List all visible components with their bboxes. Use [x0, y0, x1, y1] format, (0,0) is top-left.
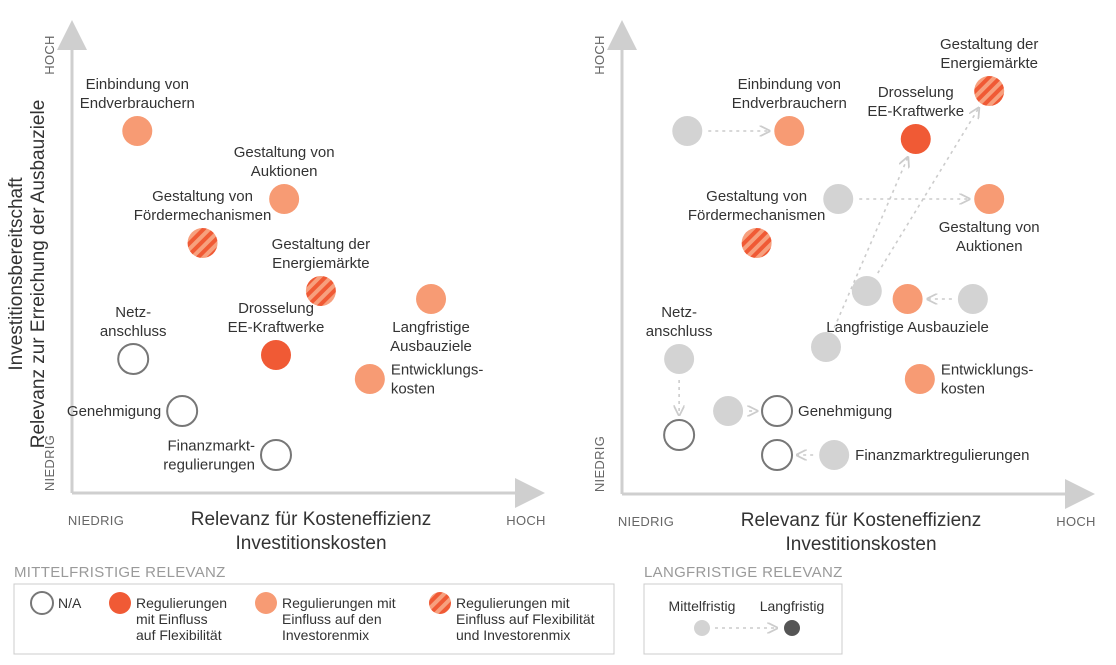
- x-axis-subtitle: Investitionskosten: [785, 534, 936, 555]
- chart-left: NIEDRIG HOCH NIEDRIG HOCH Relevanz für Koste…: [6, 20, 545, 554]
- y-tick-label: HOCH: [592, 35, 607, 74]
- legend-label: N/A: [58, 595, 82, 611]
- data-point: [122, 116, 153, 146]
- point-label: Langfristige Ausbauziele: [826, 319, 989, 336]
- x-tick-label: NIEDRIG: [618, 514, 674, 529]
- y-axis-title: Investitionsbereitschaft: [6, 177, 27, 371]
- mid-term-point: [819, 440, 850, 470]
- long-term-point: [741, 228, 772, 258]
- long-term-point: [761, 395, 794, 427]
- mid-term-point: [672, 116, 703, 146]
- legend-box: [643, 583, 843, 655]
- x-tick-label: HOCH: [1056, 514, 1095, 529]
- x-tick-label: NIEDRIG: [68, 513, 124, 528]
- long-term-point: [974, 184, 1005, 214]
- data-point: [305, 276, 336, 306]
- point-label: Genehmigung: [798, 403, 892, 420]
- data-point: [261, 340, 291, 370]
- data-point: [166, 395, 199, 427]
- legend-title: MITTELFRISTIGE RELEVANZ: [14, 564, 226, 581]
- x-axis-title: Relevanz für Kosteneffizienz: [191, 509, 431, 530]
- point-label: Entwicklungs-kosten: [391, 362, 484, 398]
- x-axis-title: Relevanz für Kosteneffizienz: [741, 510, 981, 531]
- data-point: [416, 284, 447, 314]
- point-label: Genehmigung: [67, 403, 161, 420]
- data-point: [117, 343, 150, 375]
- mid-term-point: [957, 284, 988, 314]
- long-term-point: [974, 76, 1005, 106]
- x-axis-subtitle: Investitionskosten: [235, 533, 386, 554]
- data-point: [354, 364, 385, 394]
- y-tick-label: NIEDRIG: [592, 436, 607, 492]
- y-tick-label: NIEDRIG: [42, 435, 57, 491]
- legend-swatch: [429, 592, 451, 614]
- mid-term-point: [823, 184, 854, 214]
- point-label: Entwicklungs-kosten: [941, 362, 1034, 398]
- legend-box: [13, 583, 615, 655]
- legend-swatch: [109, 592, 131, 614]
- long-term-point: [900, 124, 931, 154]
- legend-swatch: [255, 592, 277, 614]
- data-point: [269, 184, 300, 214]
- point-label: Netz-anschluss: [646, 304, 713, 340]
- trend-arrow: [833, 158, 907, 329]
- point-label: Finanzmarktregulierungen: [855, 447, 1029, 464]
- long-term-point: [904, 364, 935, 394]
- legend-label: Langfristig: [760, 598, 825, 614]
- long-term-point: [892, 284, 923, 314]
- y-axis-subtitle: Relevanz zur Erreichung der Ausbauziele: [28, 100, 49, 449]
- legend-title: LANGFRISTIGE RELEVANZ: [644, 564, 843, 581]
- long-term-point: [761, 439, 794, 471]
- legend-label: Mittelfristig: [669, 598, 736, 614]
- legend-long: LANGFRISTIGE RELEVANZ Mittelfristig Langfr…: [643, 564, 843, 655]
- data-point: [260, 439, 292, 471]
- y-tick-label: HOCH: [42, 35, 57, 74]
- data-point: [187, 228, 218, 258]
- legend-swatch: [694, 620, 710, 636]
- legend-swatch: [784, 620, 800, 636]
- point-label: Netz-anschluss: [100, 304, 167, 340]
- mid-term-point: [664, 344, 695, 374]
- mid-term-point: [713, 396, 744, 426]
- legend-swatch: [30, 591, 54, 615]
- chart-right: NIEDRIG HOCH NIEDRIG HOCH Relevanz für Koste…: [592, 20, 1095, 555]
- point-label: Finanzmarkt-regulierungen: [163, 438, 255, 474]
- x-tick-label: HOCH: [506, 513, 545, 528]
- long-term-point: [774, 116, 805, 146]
- long-term-point: [663, 419, 696, 451]
- mid-term-point: [851, 276, 882, 306]
- mid-term-point: [811, 332, 841, 362]
